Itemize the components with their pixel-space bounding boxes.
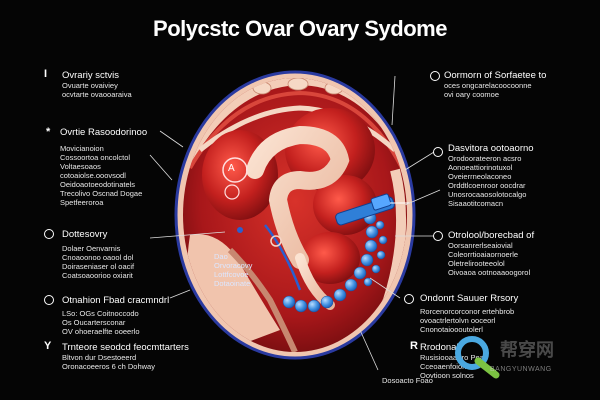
center-label-line: Orvoracovy: [214, 261, 253, 270]
annotation-line: ovoactrlertolvn ooceorl: [420, 316, 496, 325]
annotation-heading: Trnteore seodcd feocmttarters: [62, 342, 189, 353]
annotation-line: Doiraseniaser ol oacif: [62, 262, 135, 271]
annotation-line: Coatsoaoorioo oxiarit: [62, 271, 133, 280]
annotation-line: Rorcenorcorconor ertehbrob: [420, 307, 515, 316]
watermark-logo-icon: [455, 336, 500, 379]
marker: *: [46, 126, 51, 138]
annotation-line: Coleorrtioaiaornoerle: [448, 250, 519, 259]
annotation-line: Unosrocaaosolotocalgo: [448, 190, 527, 199]
annotation-line: Os Oucartersconar: [62, 318, 126, 327]
annotation-line: Oletrelirooteeolol: [448, 259, 505, 268]
annotation-left-3: Dottesovry Dolaer Oenvarnis Cnoaoonoo oa…: [62, 229, 134, 280]
annotation-heading: Dottesovry: [62, 229, 108, 240]
marker-circle: [430, 71, 440, 81]
marker-circle: [404, 294, 414, 304]
center-label-block: Dao Orvoracovy Lottfcovoe Dotaoinate: [214, 252, 252, 288]
annotation-heading: Dasvitora ootoaorno: [448, 143, 534, 154]
annotation-line: Ovuarte ovaiviey: [62, 81, 118, 90]
annotation-left-2: Ovrtie Rasoodorinoo Movicianoion Cossoor…: [60, 127, 147, 207]
annotation-line: OV ohoeraelfte ooeerlo: [62, 327, 140, 336]
annotation-heading: Ovrtie Rasoodorinoo: [60, 127, 148, 138]
annotation-right-3: Otrolool/borecbad of Oorsanrerlseaiovial…: [448, 230, 534, 277]
annotation-right-1: Oormorn of Sorfaetee to oces ongcarelaco…: [444, 70, 546, 99]
annotation-line: Oovtioon solnos: [420, 371, 474, 380]
marker-circle: [44, 295, 54, 305]
annotation-line: Aonoeattiorinotuxol: [448, 163, 513, 172]
watermark-subtext: BANGYUNWANG: [490, 366, 552, 373]
annotation-line: ovi oary coomoe: [444, 90, 500, 99]
marker-circle: [433, 147, 443, 157]
diagram-title: Polycstc Ovar Ovary Sydome: [153, 16, 447, 41]
annotation-line: Oorsanrerlseaiovial: [448, 241, 513, 250]
annotation-heading: Rrodonal: [420, 342, 459, 353]
annotation-left-4: Otnahion Fbad cracmndrl LSo: OGs Coitnoc…: [62, 295, 169, 336]
annotation-line: Voltaesoaos: [60, 162, 101, 171]
annotation-heading: Otnahion Fbad cracmndrl: [62, 295, 170, 306]
annotation-line: Trecolivo Oscnad Dogae: [60, 189, 143, 198]
annotation-line: ocvtarte ovaooaraiva: [62, 90, 132, 99]
annotation-line: Cnonotaioooutolerl: [420, 325, 483, 334]
annotation-line: Orodoorateeron acsro: [448, 154, 522, 163]
marker: R: [410, 340, 418, 352]
annotation-heading: Otrolool/borecbad of: [448, 230, 535, 241]
catheter-instrument: [335, 193, 410, 226]
annotation-line: oces ongcarelacoocoonne: [444, 81, 532, 90]
annotation-heading: Oormorn of Sorfaetee to: [444, 70, 547, 81]
marker-circle: [44, 229, 54, 239]
annotation-line: Orddtlcoenroor oocdrar: [448, 181, 526, 190]
annotation-line: Cceoaenfoiono: [420, 362, 471, 371]
annotation-heading: Ondonrt Sauuer Rrsory: [420, 293, 519, 304]
annotation-line: Sisaaotitcomacn: [448, 199, 504, 208]
annotation-line: Cnoaoonoo oaool dol: [62, 253, 134, 262]
marker: Y: [44, 340, 52, 352]
annotation-heading: Ovrariy sctvis: [62, 70, 119, 81]
annotation-right-2: Dasvitora ootoaorno Orodoorateeron acsro…: [448, 143, 534, 208]
annotation-right-5: Rrodonal Rusisiooaatrro Peae Cceoaenfoio…: [420, 342, 488, 380]
annotation-line: Oveierrneolaconeo: [448, 172, 512, 181]
annotation-line: Cossoortoa oncolctol: [60, 153, 131, 162]
bottom-label: Dosoacto Foao: [382, 376, 433, 385]
annotation-line: Oeidoaotoeodotinatels: [60, 180, 136, 189]
annotation-line: Dolaer Oenvarnis: [62, 244, 121, 253]
annotation-line: cotoaiolse.ooovsodl: [60, 171, 126, 180]
cyst-label: A: [228, 163, 235, 174]
center-label-line: Lottfcovoe: [214, 270, 249, 279]
marker-circle: [433, 231, 443, 241]
annotation-line: Movicianoion: [60, 144, 104, 153]
annotation-line: Bltvon dur Dsestoeerd: [62, 353, 137, 362]
watermark-text: 帮穿网: [500, 340, 554, 360]
annotation-line: Oivoaoa ootnoaaoogorol: [448, 268, 531, 277]
marker: I: [44, 68, 48, 80]
center-label-line: Dao: [214, 252, 228, 261]
annotation-right-4: Ondonrt Sauuer Rrsory Rorcenorcorconor e…: [420, 293, 518, 334]
annotation-line: Rusisiooaatrro Peae: [420, 353, 488, 362]
annotation-left-5: Trnteore seodcd feocmttarters Bltvon dur…: [62, 342, 189, 371]
annotation-left-1: Ovrariy sctvis Ovuarte ovaiviey ocvtarte…: [62, 70, 132, 99]
center-label-line: Dotaoinate: [214, 279, 251, 288]
annotation-line: LSo: OGs Coitnoccodo: [62, 309, 139, 318]
annotation-line: Spetfeeroroa: [60, 198, 104, 207]
annotation-line: Oronacoeeros 6 ch Dohway: [62, 362, 155, 371]
